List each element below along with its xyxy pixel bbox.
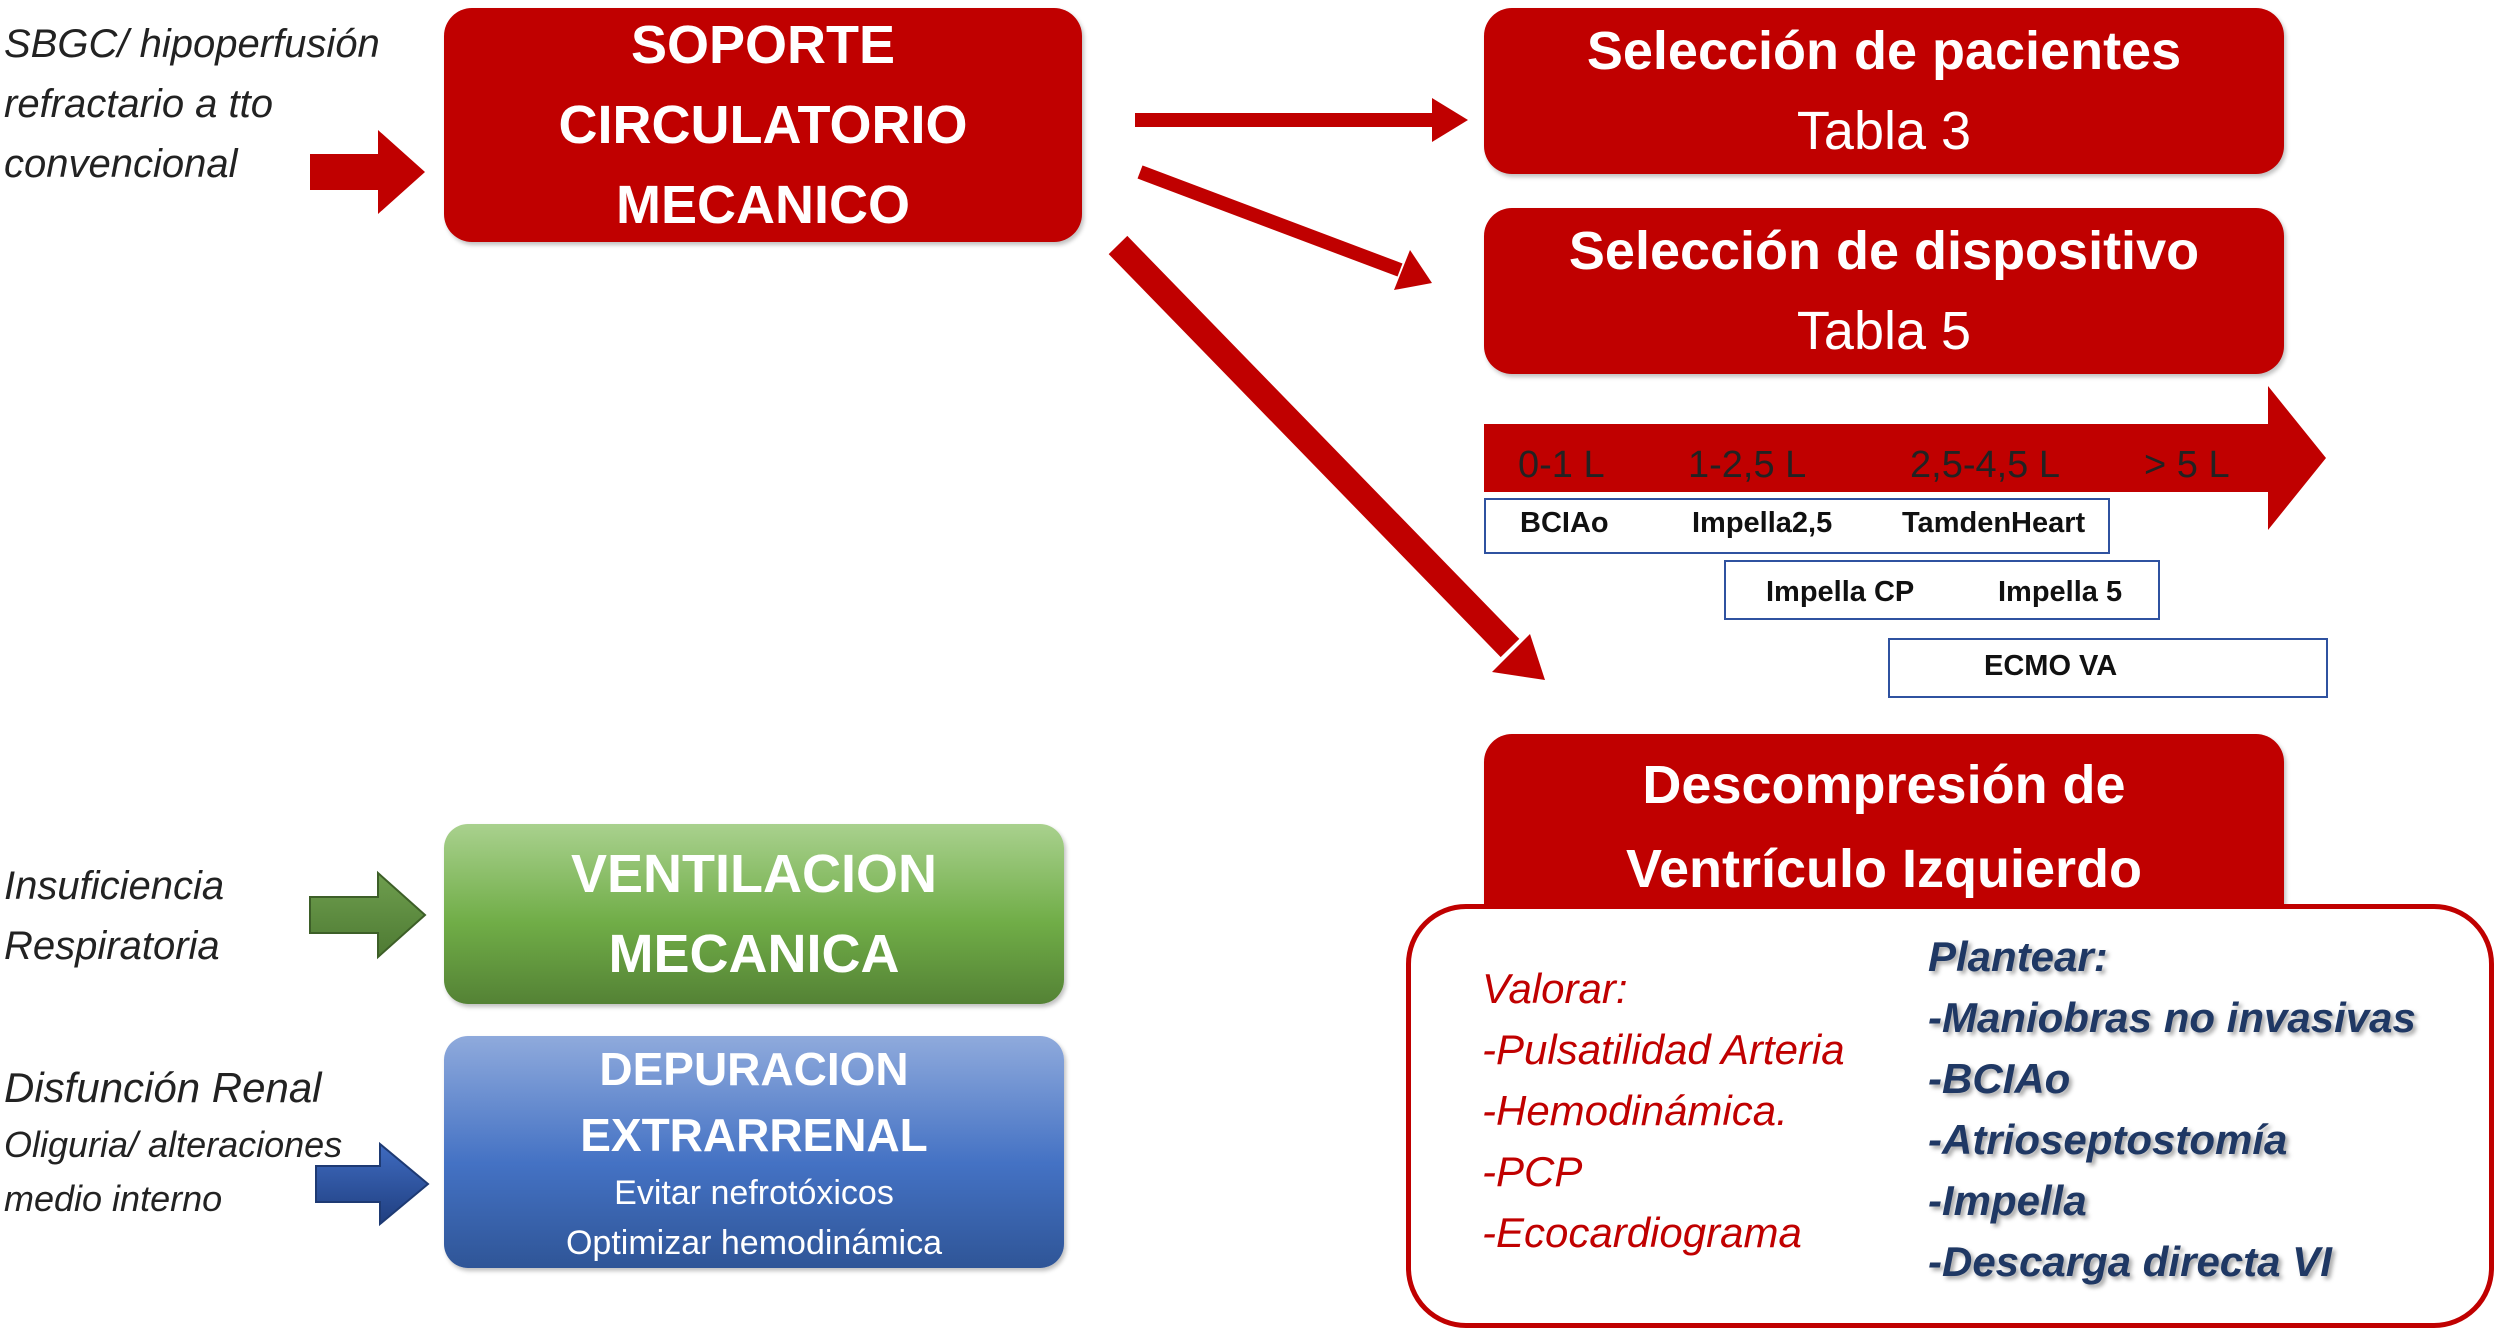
flow-label-3: 2,5-4,5 L <box>1910 444 2060 486</box>
arrow-renal <box>315 1141 430 1227</box>
resp-line-2: Respiratoria <box>4 924 220 968</box>
soporte-line-3: MECANICO <box>616 175 910 235</box>
seleccion-dispositivo-title: Selección de dispositivo <box>1568 221 2200 281</box>
flow-scale-arrow <box>1484 386 2326 530</box>
sbgc-line-2: refractario a tto <box>4 82 274 126</box>
sbgc-input-text: SBGC/ hipoperfusión refractario a tto co… <box>4 14 380 194</box>
descompresion-line-2: Ventrículo Izquierdo <box>1625 839 2143 899</box>
depuracion-sub-2: Optimizar hemodinámica <box>565 1224 943 1262</box>
depuracion-line-2: EXTRARRENAL <box>580 1109 928 1161</box>
resp-line-1: Insuficiencia <box>4 864 225 908</box>
plantear-list: Plantear: -Maniobras no invasivas -BCIAo… <box>1928 926 2416 1292</box>
arrow-to-descompresion <box>1108 235 1545 680</box>
sbgc-line-3: convencional <box>4 142 238 186</box>
plantear-item: -BCIAo <box>1928 1055 2071 1102</box>
descompresion-panel <box>1406 904 2494 1328</box>
resp-input-text: Insuficiencia Respiratoria <box>4 856 224 976</box>
seleccion-dispositivo-sub: Tabla 5 <box>1796 301 1972 361</box>
valorar-item: -Pulsatilidad Arteria <box>1482 1026 1845 1073</box>
plantear-item: -Atrioseptostomía <box>1928 1116 2288 1163</box>
seleccion-pacientes-box: Selección de pacientes Tabla 3 <box>1484 8 2284 174</box>
soporte-line-2: CIRCULATORIO <box>558 95 968 155</box>
device-impella25: Impella2,5 <box>1692 507 1833 539</box>
descompresion-box: Descompresión de Ventrículo Izquierdo <box>1484 734 2284 920</box>
device-row-1 <box>1484 498 2110 554</box>
device-row-2 <box>1724 560 2160 620</box>
depuracion-box: DEPURACION EXTRARRENAL Evitar nefrotóxic… <box>444 1036 1064 1268</box>
valorar-list: Valorar: -Pulsatilidad Arteria -Hemodiná… <box>1482 958 1845 1263</box>
device-row-3 <box>1888 638 2328 698</box>
ventilacion-line-2: MECANICA <box>608 924 900 984</box>
flow-label-4: > 5 L <box>2144 444 2230 486</box>
valorar-item: -PCP <box>1482 1148 1583 1195</box>
seleccion-pacientes-title: Selección de pacientes <box>1586 21 2182 81</box>
plantear-title: Plantear: <box>1928 933 2108 980</box>
arrow-resp <box>309 870 427 960</box>
device-impella-cp: Impella CP <box>1766 576 1915 608</box>
soporte-box: SOPORTE CIRCULATORIO MECANICO <box>444 8 1082 242</box>
descompresion-line-1: Descompresión de <box>1642 755 2126 815</box>
ventilacion-box: VENTILACION MECANICA <box>444 824 1064 1004</box>
plantear-item: -Descarga directa VI <box>1928 1238 2332 1285</box>
plantear-item: -Maniobras no invasivas <box>1928 994 2416 1041</box>
valorar-item: -Hemodinámica. <box>1482 1087 1788 1134</box>
renal-line-2: medio interno <box>4 1178 223 1219</box>
device-bciao: BCIAo <box>1520 507 1609 539</box>
flow-label-1: 0-1 L <box>1518 444 1605 486</box>
device-impella-5: Impella 5 <box>1998 576 2123 608</box>
seleccion-dispositivo-box: Selección de dispositivo Tabla 5 <box>1484 208 2284 374</box>
depuracion-line-1: DEPURACION <box>599 1043 909 1095</box>
sbgc-line-1: SBGC/ hipoperfusión <box>4 22 380 66</box>
renal-title: Disfunción Renal <box>4 1064 322 1111</box>
seleccion-pacientes-sub: Tabla 3 <box>1796 101 1972 161</box>
arrow-to-pacientes <box>1135 98 1468 142</box>
arrow-to-dispositivo <box>1137 165 1432 290</box>
valorar-item: -Ecocardiograma <box>1482 1209 1802 1256</box>
device-ecmo-va: ECMO VA <box>1984 650 2118 682</box>
arrow-sbgc <box>310 130 425 214</box>
plantear-item: -Impella <box>1928 1177 2087 1224</box>
soporte-line-1: SOPORTE <box>630 15 896 75</box>
depuracion-sub-1: Evitar nefrotóxicos <box>614 1174 894 1212</box>
renal-input-text: Disfunción Renal Oliguria/ alteraciones … <box>4 1058 342 1226</box>
ventilacion-line-1: VENTILACION <box>570 844 937 904</box>
renal-line-1: Oliguria/ alteraciones <box>4 1124 343 1165</box>
valorar-title: Valorar: <box>1482 965 1628 1012</box>
device-tamdenheart: TamdenHeart <box>1902 507 2086 539</box>
flow-label-2: 1-2,5 L <box>1688 444 1807 486</box>
